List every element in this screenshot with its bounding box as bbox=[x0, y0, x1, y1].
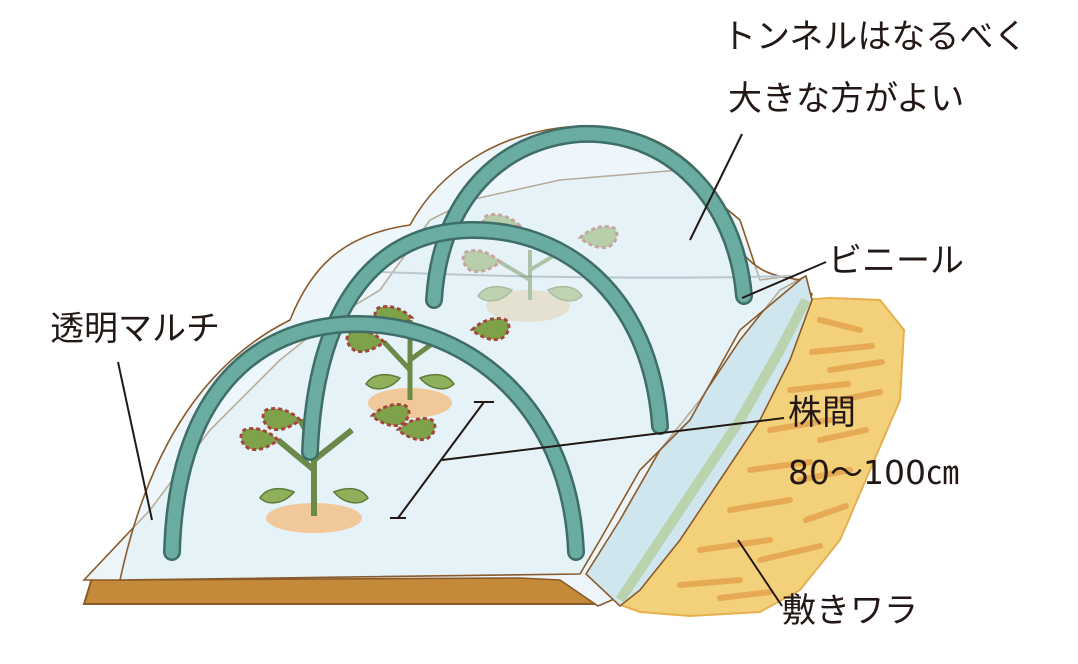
label-spacing-line1: 株間 bbox=[788, 393, 856, 433]
label-spacing-line2: 80〜100㎝ bbox=[788, 453, 959, 492]
label-mulch: 透明マルチ bbox=[50, 309, 220, 349]
leader-spacing bbox=[441, 417, 785, 461]
leader-lines bbox=[117, 133, 827, 607]
leader-mulch bbox=[117, 361, 153, 521]
leader-vinyl bbox=[741, 261, 827, 299]
far-plant bbox=[461, 212, 619, 322]
hoops bbox=[163, 124, 753, 561]
straw-mat bbox=[616, 296, 906, 618]
label-vinyl: ビニール bbox=[828, 241, 964, 281]
leader-straw bbox=[737, 539, 783, 607]
spacing-marker bbox=[390, 401, 494, 519]
near-plant bbox=[239, 402, 437, 533]
label-tunnel-line1: トンネルはなるべく bbox=[722, 17, 1027, 57]
label-straw: 敷きワラ bbox=[782, 591, 918, 631]
leader-tunnel bbox=[689, 133, 743, 241]
label-tunnel-line2: 大きな方がよい bbox=[728, 79, 964, 119]
